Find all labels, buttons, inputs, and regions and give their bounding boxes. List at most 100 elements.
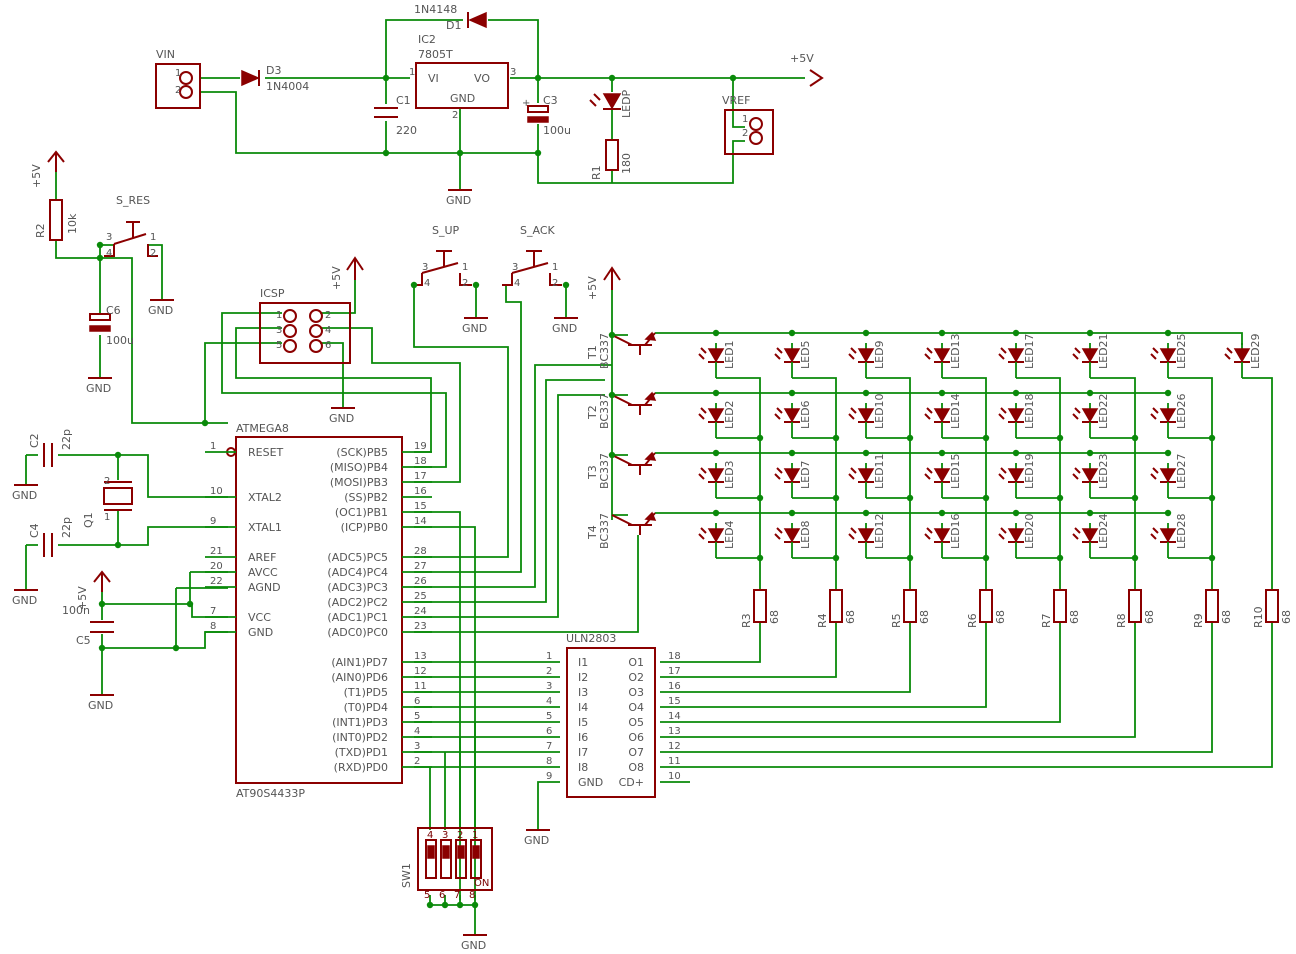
uln-pin-label-o8: O8: [628, 761, 644, 774]
led-label: LED14: [949, 393, 962, 429]
ic2-pin-out: 3: [510, 67, 516, 78]
gnd-symbol: GND: [12, 484, 38, 502]
led-label: LED9: [873, 340, 886, 369]
transistor-name: T3: [586, 465, 599, 480]
resistor-r10: R10 68: [1252, 589, 1293, 628]
junction-dot: [938, 509, 946, 517]
d1-value: 1N4148: [414, 3, 457, 16]
mcu-pin-num-7: 7: [210, 606, 216, 617]
uln-pin-num-9: 9: [546, 771, 552, 782]
c1-name: C1: [396, 94, 411, 107]
resistor-name: R9: [1192, 613, 1205, 628]
uln-pin-num-18: 18: [668, 651, 681, 662]
resistor-value: 68: [1280, 610, 1293, 624]
mcu-pin-label-adc1pc1: (ADC1)PC1: [327, 611, 388, 624]
gnd-symbol: GND: [524, 829, 550, 847]
led-label: LED10: [873, 393, 886, 429]
junction-dot: [382, 74, 390, 82]
uln-pin-num-10: 10: [668, 771, 681, 782]
led-led12: LED12: [848, 513, 886, 558]
junction-dot: [982, 554, 990, 562]
c1-value: 220: [396, 124, 417, 137]
junction-dot: [729, 74, 737, 82]
r2-value: 10k: [66, 213, 79, 234]
sw1-bottom-pin-7: 7: [454, 890, 460, 901]
junction-dot: [534, 74, 542, 82]
uln-pin-label-o4: O4: [628, 701, 644, 714]
led-label: LED28: [1175, 513, 1188, 549]
gnd-label: GND: [88, 699, 113, 712]
resistor-value: 68: [918, 610, 931, 624]
junction-dot: [1012, 509, 1020, 517]
led-led1: LED1: [698, 340, 736, 378]
mcu-value: AT90S4433P: [236, 787, 305, 800]
junction-dot: [441, 901, 449, 909]
junction-dot: [186, 600, 194, 608]
mcu-pin-num-21: 21: [210, 546, 223, 557]
junction-dot: [862, 389, 870, 397]
junction-dot: [1131, 494, 1139, 502]
junction-dot: [862, 449, 870, 457]
transistor-name: T1: [586, 345, 599, 360]
mcu-pin-num-12: 12: [414, 666, 427, 677]
mcu-pin-label-agnd: AGND: [248, 581, 281, 594]
junction-dot: [938, 329, 946, 337]
transistor-value: BC337: [598, 513, 611, 549]
resistor-name: R10: [1252, 606, 1265, 628]
diode-d1: 1N4148 D1: [414, 3, 487, 32]
gnd-label: GND: [461, 939, 486, 952]
d3-value: 1N4004: [266, 80, 309, 93]
vcc-arrow-c5: +5V: [76, 570, 111, 610]
led-led9: LED9: [848, 340, 886, 378]
vin-label: VIN: [156, 48, 175, 61]
c4-name: C4: [28, 523, 41, 538]
led-label: LED21: [1097, 333, 1110, 369]
gnd-symbol: GND: [446, 189, 472, 207]
s-ack-p4: 4: [514, 278, 520, 289]
uln-pin-num-15: 15: [668, 696, 681, 707]
mcu-pin-label-int0pd2: (INT0)PD2: [332, 731, 388, 744]
r2-name: R2: [34, 223, 47, 238]
gnd-symbol: GND: [461, 934, 487, 952]
gnd-symbol: GND: [86, 377, 112, 395]
led-label: LED19: [1023, 453, 1036, 489]
junction-dot: [862, 329, 870, 337]
uln-pin-label-i2: I2: [578, 671, 588, 684]
uln-name: ULN2803: [566, 632, 616, 645]
resistor-r1: R1 180: [590, 139, 633, 180]
led-led4: LED4: [698, 520, 736, 558]
r1-value: 180: [620, 153, 633, 174]
gnd-label: GND: [446, 194, 471, 207]
ic2-pin-gnd: 2: [452, 110, 458, 121]
junction-dot: [608, 391, 616, 399]
c4-value: 22p: [60, 517, 73, 538]
led-label: LED18: [1023, 393, 1036, 429]
transistor-value: BC337: [598, 393, 611, 429]
mcu-pin-label-rxdpd0: (RXD)PD0: [334, 761, 388, 774]
junction-dot: [756, 434, 764, 442]
c2-name: C2: [28, 433, 41, 448]
d3-name: D3: [266, 64, 281, 77]
junction-dot: [1164, 449, 1172, 457]
resistor-name: R5: [890, 613, 903, 628]
vin-connector: 1 2 VIN: [155, 48, 201, 109]
s-res-p3: 3: [106, 232, 112, 243]
transistor-name: T2: [586, 405, 599, 420]
uln-pin-label-cd+: CD+: [619, 776, 644, 789]
mcu-pin-label-adc2pc2: (ADC2)PC2: [327, 596, 388, 609]
led-label: LED27: [1175, 453, 1188, 489]
junction-dot: [712, 509, 720, 517]
capacitor-c2: C2 22p: [28, 429, 73, 467]
led-led18: LED18: [998, 393, 1036, 438]
resistor-name: R8: [1115, 613, 1128, 628]
mcu-pin-num-27: 27: [414, 561, 427, 572]
c3-name: C3: [543, 94, 558, 107]
junction-dot: [471, 901, 479, 909]
junction-dots: [96, 74, 1216, 909]
junction-dot: [1208, 434, 1216, 442]
mcu-pin-num-6: 6: [414, 696, 420, 707]
